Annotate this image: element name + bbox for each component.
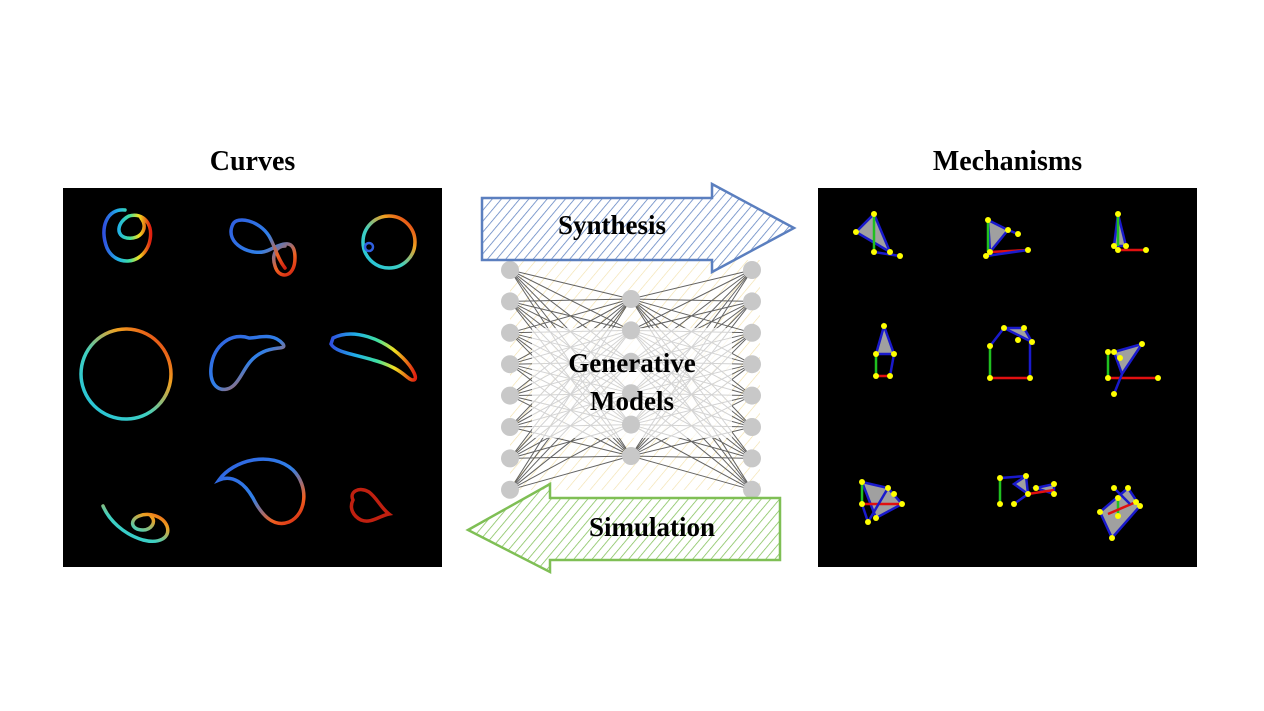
curve-2-loop bbox=[231, 218, 287, 270]
curve-3 bbox=[361, 214, 417, 270]
generative-models-diagram: Synthesis Generative Models Simulation bbox=[462, 180, 802, 580]
network-node bbox=[501, 323, 519, 342]
simulation-arrow bbox=[465, 481, 782, 575]
network-nodes bbox=[501, 261, 761, 499]
network-node bbox=[743, 355, 761, 374]
network-node bbox=[743, 480, 761, 499]
network-edge bbox=[630, 455, 753, 459]
network-edge bbox=[509, 455, 632, 491]
network-node bbox=[501, 449, 519, 468]
network-node bbox=[501, 355, 519, 374]
generative-label-line1: Generative bbox=[568, 348, 696, 378]
simulation-label: Simulation bbox=[588, 512, 716, 542]
curve-1 bbox=[102, 208, 153, 263]
mechanism-8 bbox=[997, 473, 1057, 507]
network-node bbox=[743, 449, 761, 468]
curves-title: Curves bbox=[209, 146, 296, 177]
mechanism-1 bbox=[853, 211, 903, 259]
mechanism-5 bbox=[987, 325, 1036, 381]
network-node bbox=[622, 447, 640, 465]
synthesis-label: Synthesis bbox=[557, 210, 667, 240]
network-node bbox=[501, 418, 519, 436]
network-edge bbox=[509, 298, 632, 302]
curve-3-loop bbox=[363, 241, 375, 253]
mechanism-3 bbox=[1111, 211, 1149, 253]
network-node bbox=[501, 261, 519, 279]
network-node bbox=[622, 384, 640, 403]
curves-panel bbox=[63, 188, 442, 567]
mechanisms-panel bbox=[818, 188, 1197, 567]
mechanism-7 bbox=[859, 479, 905, 525]
network-and-arrows bbox=[465, 181, 797, 575]
network-node bbox=[622, 415, 640, 434]
mechanism-2 bbox=[983, 217, 1031, 259]
curve-4 bbox=[79, 327, 173, 421]
network-node bbox=[743, 386, 761, 405]
curve-6 bbox=[329, 332, 418, 382]
generative-label-line2: Models bbox=[590, 386, 674, 416]
curve-2 bbox=[229, 222, 297, 277]
network-node bbox=[501, 292, 519, 311]
mechanism-4 bbox=[873, 321, 897, 379]
network-node bbox=[743, 292, 761, 311]
mechanism-9 bbox=[1097, 485, 1143, 541]
network-node bbox=[743, 418, 761, 436]
network-node bbox=[622, 321, 640, 340]
network-node bbox=[743, 323, 761, 342]
mechanisms-title: Mechanisms bbox=[932, 146, 1083, 177]
network-node bbox=[743, 261, 761, 279]
network-node bbox=[501, 386, 519, 405]
generative-models-label: Generative Models bbox=[552, 344, 712, 420]
network-edge bbox=[509, 298, 632, 334]
mechanisms-grid bbox=[853, 211, 1161, 541]
curve-8 bbox=[214, 457, 306, 526]
network-node bbox=[501, 480, 519, 499]
curve-5 bbox=[209, 334, 286, 392]
mechanism-6 bbox=[1105, 341, 1161, 397]
curve-7 bbox=[101, 504, 170, 543]
network-edge bbox=[630, 269, 753, 300]
synthesis-arrow bbox=[480, 181, 797, 275]
curve-9 bbox=[349, 487, 394, 523]
network-edge bbox=[509, 269, 632, 300]
network-edge bbox=[630, 269, 753, 331]
network-node bbox=[622, 352, 640, 371]
network-node bbox=[622, 290, 640, 308]
network-edge bbox=[630, 455, 753, 491]
curves-grid bbox=[79, 208, 418, 543]
